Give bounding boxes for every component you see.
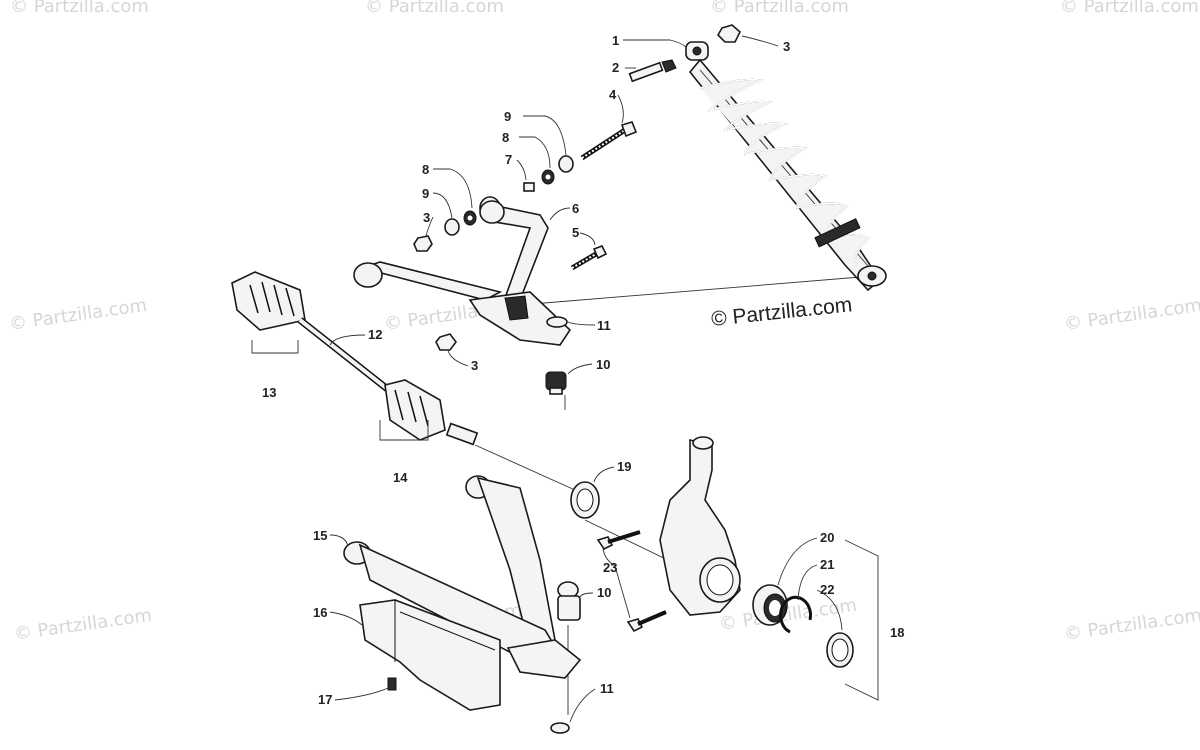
callout-17: 17 (318, 692, 332, 707)
skid-plate (359, 599, 501, 711)
callout-13: 13 (262, 385, 276, 400)
callout-3: 3 (783, 39, 790, 54)
watermark: © Partzilla.com (10, 0, 149, 17)
watermark: © Partzilla.com (8, 295, 148, 335)
callout-labels: 1 2 3 4 9 8 7 8 9 3 6 5 11 3 10 12 13 14… (262, 33, 904, 707)
callout-10: 10 (597, 585, 611, 600)
callout-9: 9 (422, 186, 429, 201)
shock-absorber (685, 41, 887, 292)
callout-5: 5 (572, 225, 579, 240)
callout-2: 2 (612, 60, 619, 75)
watermark: © Partzilla.com (13, 605, 153, 645)
callout-3: 3 (423, 210, 430, 225)
bearing-assembly (752, 584, 854, 668)
leader-lines (329, 35, 843, 723)
callout-3: 3 (471, 358, 478, 373)
callout-22: 22 (820, 582, 834, 597)
watermark: © Partzilla.com (1063, 295, 1200, 335)
watermark: © Partzilla.com (365, 0, 504, 17)
callout-19: 19 (617, 459, 631, 474)
callout-20: 20 (820, 530, 834, 545)
steering-knuckle (659, 436, 741, 616)
callout-15: 15 (313, 528, 327, 543)
upper-hardware (413, 24, 741, 351)
callout-8: 8 (422, 162, 429, 177)
ball-joints (545, 316, 581, 734)
callout-23: 23 (603, 560, 617, 575)
callout-18: 18 (890, 625, 904, 640)
group-brackets (251, 340, 879, 701)
callout-6: 6 (572, 201, 579, 216)
watermark: © Partzilla.com (1063, 605, 1200, 645)
lower-a-arm (343, 475, 582, 679)
callout-9: 9 (504, 109, 511, 124)
callout-8: 8 (502, 130, 509, 145)
watermark: © Partzilla.com (710, 0, 849, 17)
upper-a-arm (353, 200, 608, 346)
callout-11: 11 (597, 318, 611, 333)
callout-1: 1 (612, 33, 619, 48)
watermark: © Partzilla.com (1060, 0, 1199, 17)
callout-16: 16 (313, 605, 327, 620)
drive-axle (231, 271, 479, 446)
callout-10: 10 (596, 357, 610, 372)
knuckle-bolts (596, 530, 667, 633)
callout-11: 11 (600, 681, 614, 696)
callout-12: 12 (368, 327, 382, 342)
callout-14: 14 (393, 470, 408, 485)
copyright-notice: © Partzilla.com (710, 293, 853, 331)
seal (570, 481, 600, 519)
callout-4: 4 (609, 87, 617, 102)
callout-21: 21 (820, 557, 834, 572)
callout-7: 7 (505, 152, 512, 167)
